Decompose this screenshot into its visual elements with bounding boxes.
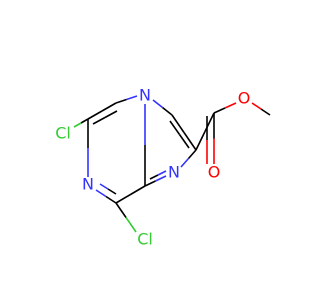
bond-c3-n4-b: [152, 99, 163, 109]
atom-label-chlorine-upper: Cl: [55, 124, 71, 143]
bond-c6-cl-b: [73, 122, 82, 128]
atom-label-chlorine-lower: Cl: [137, 230, 153, 249]
bond-o-methyl-b: [260, 108, 271, 116]
atom-label-nitrogen-bridgehead: N: [139, 86, 151, 105]
bond-c-o-ester-b: [224, 102, 237, 109]
bond-layer: [73, 95, 271, 233]
bond-c8a-n1-inner-a: [149, 174, 159, 180]
bond-c6-c5-inner-b: [104, 110, 118, 119]
bond-c2-c3-inner-b: [169, 120, 181, 135]
atom-label-oxygen-carbonyl: O: [208, 163, 221, 182]
bond-c-o-ester-a: [213, 107, 226, 114]
bond-n7-c8-inner-a: [99, 183, 109, 190]
bond-c3-n4-a: [162, 106, 173, 116]
bond-c8-cl-a: [115, 202, 127, 218]
bond-n7-c8-b: [105, 195, 117, 204]
bond-c2-c3-a: [183, 132, 197, 151]
bond-c2-c3-inner-a: [178, 134, 190, 149]
atom-label-nitrogen-pyrazine: N: [82, 175, 94, 194]
structure-canvas: Cl N N N Cl O O: [55, 85, 271, 249]
atom-label-nitrogen-imidazole: N: [168, 163, 180, 182]
bond-c6-c5-a: [87, 110, 103, 120]
bond-o-methyl-a: [251, 102, 262, 110]
bond-c8a-n1-inner-b: [157, 170, 167, 176]
bond-c2-ccarbonyl-a: [195, 131, 206, 151]
bond-c5-n4-a: [115, 98, 127, 104]
bond-n1-c2-b: [187, 149, 197, 160]
bond-c8a-n1-b: [155, 175, 167, 182]
bond-c6-c5-inner-a: [92, 116, 106, 125]
molecule-structure-drawing: Cl N N N Cl O O: [55, 86, 271, 249]
bond-c2-c3-b: [171, 114, 185, 133]
atom-label-oxygen-ester: O: [238, 89, 251, 108]
bond-n7-c8-inner-b: [107, 188, 117, 195]
bond-c8-cl-b: [125, 217, 137, 233]
bond-n1-c2-a: [180, 157, 190, 168]
bond-c5-n4-b: [126, 95, 138, 101]
bond-c8-c8a-a: [115, 193, 131, 204]
bond-c6-cl-a: [80, 118, 89, 124]
bond-n7-c8-a: [95, 189, 107, 198]
bond-c8a-n1-a: [144, 180, 156, 187]
bond-c8-c8a-b: [130, 185, 146, 196]
bond-c6-c5-b: [101, 102, 117, 112]
